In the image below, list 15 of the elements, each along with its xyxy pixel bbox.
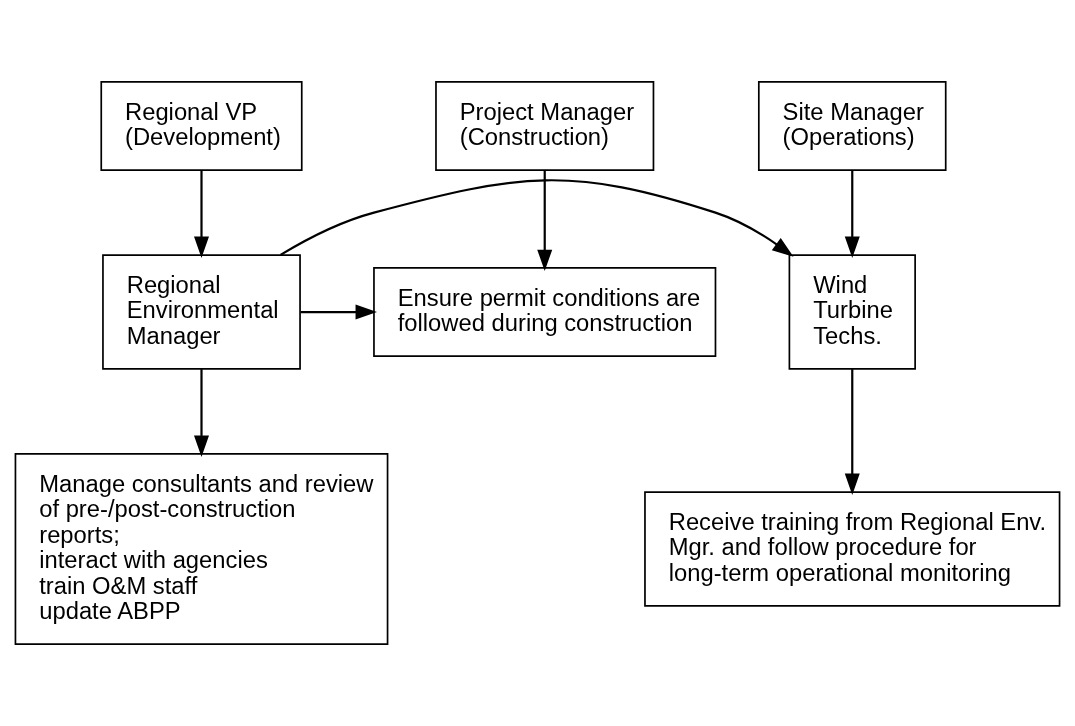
arrow xyxy=(194,369,209,457)
node-box: Regional VP (Development) xyxy=(100,80,303,171)
node-box: Site Manager (Operations) xyxy=(757,80,947,171)
node-box: Project Manager (Construction) xyxy=(435,80,655,171)
arrow xyxy=(300,304,377,320)
arrow xyxy=(537,170,553,272)
arrow xyxy=(844,369,860,495)
node-box: Manage consultants and review of pre-/post-construction reports; interact with agencies train O&M staff update ABPP xyxy=(14,453,389,646)
arrow xyxy=(279,179,794,257)
node-box: Ensure permit conditions are followed during construction xyxy=(373,267,717,358)
arrow xyxy=(844,170,860,258)
node-box: Receive training from Regional Env. Mgr. and follow procedure for long-term operational monitoring xyxy=(644,491,1061,607)
node-box: Regional Environmental Manager xyxy=(102,254,301,370)
arrow xyxy=(194,170,209,258)
node-box: Wind Turbine Techs. xyxy=(788,254,916,370)
